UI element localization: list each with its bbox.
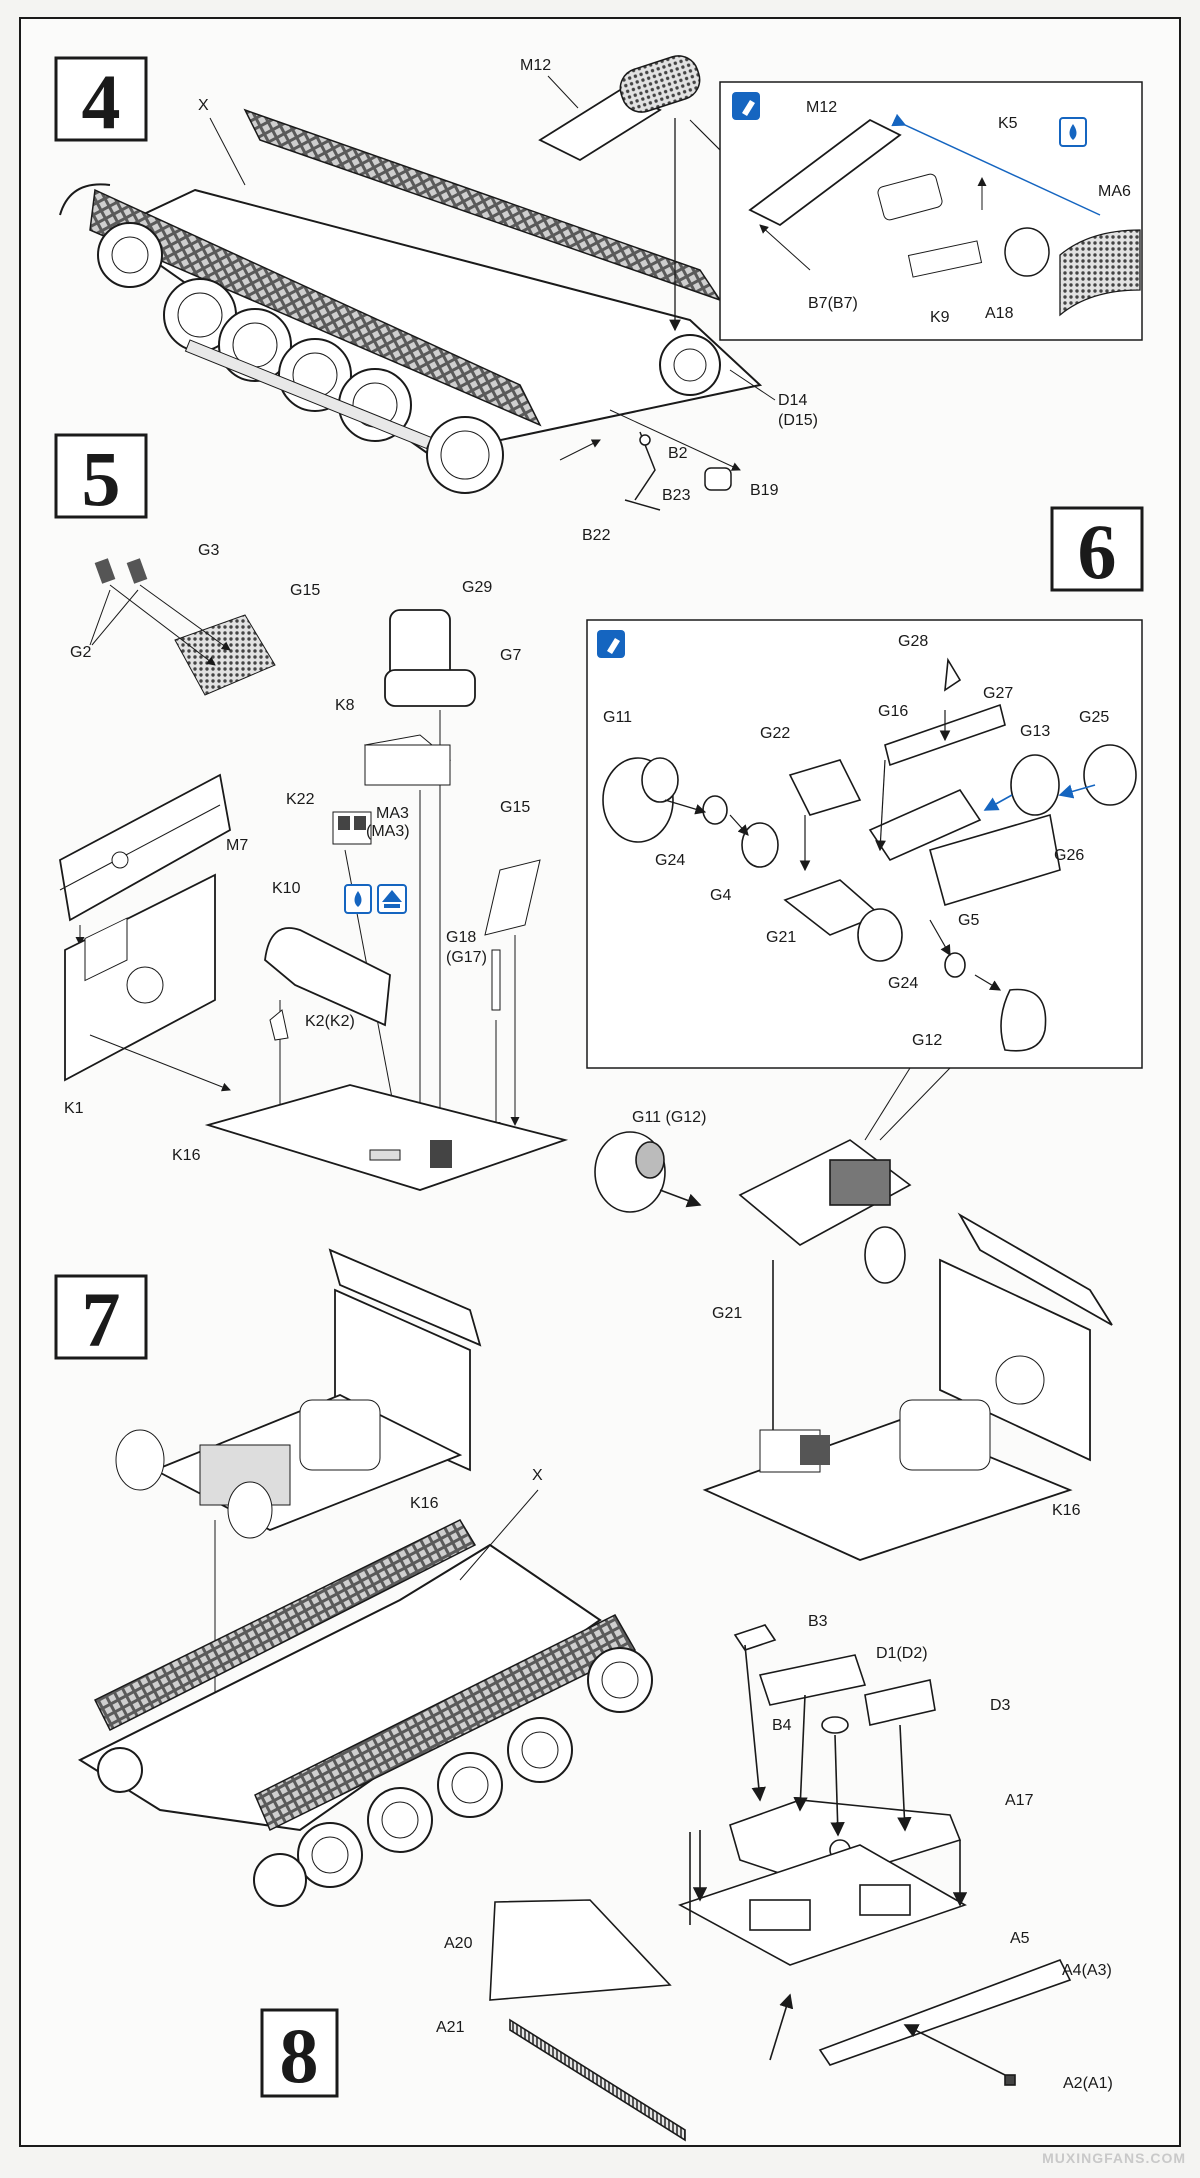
label-k8: K8 (335, 697, 355, 714)
svg-text:6: 6 (1078, 508, 1117, 595)
label-k22: K22 (286, 791, 315, 808)
svg-text:5: 5 (82, 435, 121, 522)
label-g15-b: G15 (500, 799, 530, 816)
plate-g15 (484, 859, 541, 1126)
step-7-box: 7 (54, 1274, 148, 1363)
label-a5: A5 (1010, 1930, 1030, 1947)
label-a17: A17 (1005, 1792, 1034, 1809)
hull-with-tracks-bottom (77, 1519, 653, 1907)
label-g13: G13 (1020, 723, 1050, 740)
label-a4: A4(A3) (1062, 1962, 1112, 1979)
bulkhead-k1 (64, 873, 231, 1092)
label-g7: G7 (500, 647, 521, 664)
label-k16-a: K16 (172, 1147, 201, 1164)
label-g16: G16 (878, 703, 908, 720)
label-b3: B3 (808, 1613, 828, 1630)
label-g21-b: G21 (712, 1305, 742, 1322)
label-d15: (D15) (778, 412, 818, 429)
step-6-box: 6 (1050, 506, 1144, 595)
label-m12-inset: M12 (806, 99, 837, 116)
label-b7: B7(B7) (808, 295, 858, 312)
label-b22: B22 (582, 527, 611, 544)
label-ma3: MA3 (376, 805, 409, 822)
label-g11-g12: G11 (G12) (632, 1109, 706, 1126)
transmission-detail-inset (586, 619, 1143, 1141)
label-b23: B23 (662, 487, 691, 504)
label-g22: G22 (760, 725, 790, 742)
svg-text:4: 4 (82, 58, 121, 145)
svg-text:7: 7 (82, 1276, 121, 1363)
exhaust-detail-inset (689, 81, 1143, 341)
label-k5: K5 (998, 115, 1018, 132)
label-g24-b: G24 (888, 975, 918, 992)
label-g26: G26 (1054, 847, 1084, 864)
svg-text:8: 8 (280, 2012, 319, 2099)
label-g25: G25 (1079, 709, 1109, 726)
label-d3: D3 (990, 1697, 1011, 1714)
label-m7: M7 (226, 837, 248, 854)
flip-icon (377, 884, 407, 914)
step-8-box: 8 (260, 2008, 339, 2099)
lever-g18 (491, 949, 501, 1131)
interior-k16-right (702, 1212, 1113, 1561)
label-k9: K9 (930, 309, 950, 326)
transmission-parts (602, 657, 1137, 1052)
label-b19: B19 (750, 482, 779, 499)
paint-icon-step6 (597, 630, 625, 658)
watermark: MUXINGFANS.COM (1042, 2150, 1186, 2166)
label-k16-b: K16 (410, 1495, 439, 1512)
glue-icon-step5 (344, 884, 372, 914)
label-a18: A18 (985, 305, 1014, 322)
floor-plate-assembly (489, 1624, 1072, 2142)
label-x-bottom: X (532, 1467, 543, 1484)
transmission-assembled (594, 1131, 912, 1482)
label-d14: D14 (778, 392, 807, 409)
hull-with-tracks-top (59, 108, 763, 494)
label-ma3b: (MA3) (366, 823, 410, 840)
label-g3: G3 (198, 542, 219, 559)
seat-g29-g7 (384, 609, 476, 1141)
label-g2: G2 (70, 644, 91, 661)
label-d1: D1(D2) (876, 1645, 928, 1662)
label-g15-a: G15 (290, 582, 320, 599)
label-ma6: MA6 (1098, 183, 1131, 200)
floor-k16-step5 (204, 1084, 569, 1191)
label-g17: (G17) (446, 949, 487, 966)
step-5-box: 5 (54, 433, 148, 522)
label-a2: A2(A1) (1063, 2075, 1113, 2092)
suspension-parts-b (624, 431, 732, 511)
glue-icon (1059, 117, 1087, 147)
label-g24-a: G24 (655, 852, 685, 869)
label-g12: G12 (912, 1032, 942, 1049)
label-g11: G11 (603, 709, 632, 726)
label-g29: G29 (462, 579, 492, 596)
interior-k16-left (115, 1248, 482, 1771)
box-k8 (363, 734, 452, 1141)
label-g27: G27 (983, 685, 1013, 702)
label-g18: G18 (446, 929, 476, 946)
label-a21: A21 (436, 2019, 465, 2036)
label-g5: G5 (958, 912, 979, 929)
label-g28: G28 (898, 633, 928, 650)
paint-icon (732, 92, 760, 120)
label-a20: A20 (444, 1935, 473, 1952)
exhaust-m12-assembly (538, 55, 701, 162)
label-x-top: X (198, 97, 209, 114)
label-k10: K10 (272, 880, 301, 897)
step-4-box: 4 (54, 56, 148, 145)
label-b4: B4 (772, 1717, 792, 1734)
label-g4: G4 (710, 887, 731, 904)
label-k2: K2(K2) (305, 1013, 355, 1030)
label-g21-a: G21 (766, 929, 796, 946)
label-k16-c: K16 (1052, 1502, 1081, 1519)
label-b2: B2 (668, 445, 688, 462)
label-m12-top: M12 (520, 57, 551, 74)
panel-m7 (59, 773, 232, 946)
pedals-g2-g3 (94, 558, 276, 696)
label-k1: K1 (64, 1100, 84, 1117)
